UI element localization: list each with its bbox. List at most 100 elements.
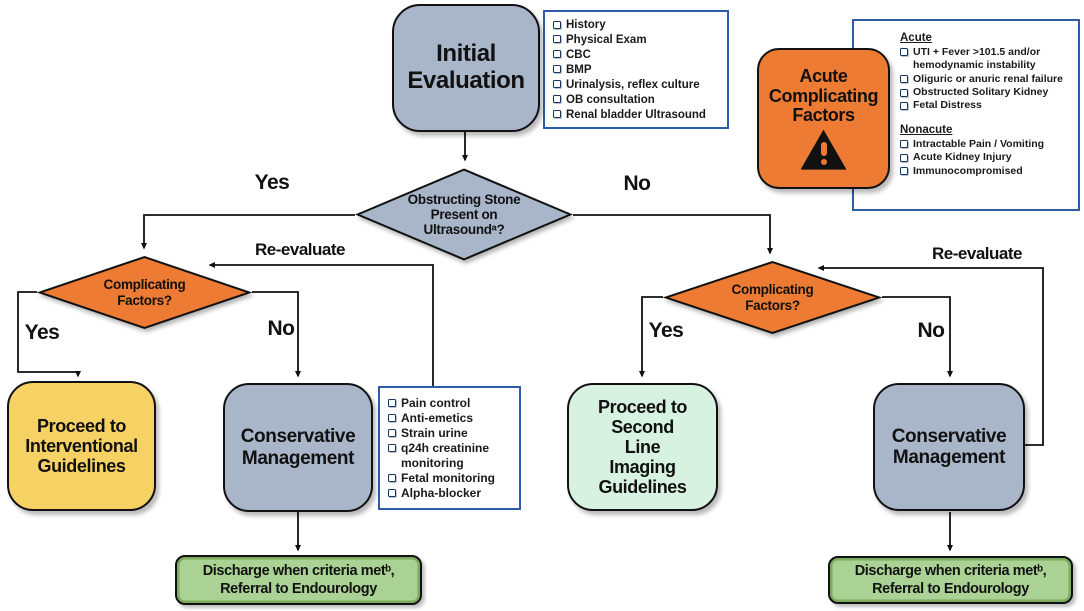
acute-heading: Acute [900,32,932,44]
checkbox-icon [388,488,396,497]
conservative-management-right-label: Conservative Management [891,425,1007,468]
checklist-item-text: Physical Exam [566,33,647,46]
checkbox-icon [900,167,908,175]
proceed-second-line-node: Proceed to Second Line Imaging Guideline… [567,383,718,511]
checklist-item-text: Fetal Distress [913,99,982,112]
checklist-item: Anti-emetics [388,411,515,426]
complicating-factors-panel: Acute UTI + Fever >101.5 and/or hemodyna… [852,19,1080,211]
nonacute-heading: Nonacute [900,123,953,136]
connector-reevaluate-left [208,262,434,386]
connector-right-no [882,296,953,378]
checklist-item-text: Alpha-blocker [401,486,482,500]
checklist-item: Immunocompromised [900,165,1072,178]
checklist-item: OB consultation [553,93,721,108]
checklist-item: Urinalysis, reflex culture [553,78,721,93]
checklist-item-text: Acute Kidney Injury [913,151,1012,164]
checklist-item-text: OB consultation [566,93,655,106]
checklist-item: Renal bladder Ultrasound [553,108,721,123]
checkbox-icon [553,20,561,29]
acute-items: UTI + Fever >101.5 and/or hemodynamic in… [900,46,1072,113]
initial-evaluation-node: Initial Evaluation [392,4,540,132]
discharge-left-label: Discharge when criteria metᵇ, Referral t… [202,562,395,597]
discharge-right-node: Discharge when criteria metᵇ, Referral t… [828,556,1073,604]
checkbox-icon [388,443,396,452]
warning-icon [800,129,847,170]
conservative-management-left-node: Conservative Management [223,383,373,512]
checkbox-icon [388,428,396,437]
checklist-item: Oliguric or anuric renal failure [900,73,1072,86]
connector-stone-no [573,214,773,255]
checklist-item: Acute Kidney Injury [900,151,1072,164]
checklist-item-text: Strain urine [401,426,468,440]
nonacute-items: Intractable Pain / Vomiting Acute Kidney… [900,138,1072,178]
checklist-item: Fetal monitoring [388,471,515,486]
checklist-item-text: q24h creatinine monitoring [401,441,490,470]
edge-label-no-top: No [623,172,652,195]
conservative-management-right-node: Conservative Management [873,383,1025,511]
checklist-item-text: Obstructed Solitary Kidney [913,86,1049,99]
checkbox-icon [553,65,561,74]
edge-label-reevaluate-left: Re-evaluate [255,240,345,259]
checkbox-icon [553,110,561,119]
diamond-shape [663,260,882,335]
checkbox-icon [900,153,908,162]
diamond-shape [37,255,252,330]
checklist-item-text: UTI + Fever >101.5 and/or hemodynamic in… [913,45,1041,72]
checklist-item-text: Immunocompromised [913,164,1023,177]
checklist-item: UTI + Fever >101.5 and/or hemodynamic in… [900,46,1072,73]
checklist-item: Obstructed Solitary Kidney [900,86,1072,99]
complicating-factors-left-diamond: Complicating Factors? [37,255,252,330]
checklist-item-text: BMP [566,63,592,76]
checkbox-icon [388,413,396,422]
checklist-item-text: Intractable Pain / Vomiting [913,137,1045,150]
discharge-right-label: Discharge when criteria metᵇ, Referral t… [854,562,1047,597]
checklist-item: Fetal Distress [900,99,1072,112]
checklist-item-text: Urinalysis, reflex culture [566,78,700,91]
edge-label-reevaluate-right: Re-evaluate [932,244,1022,263]
complicating-factors-right-diamond: Complicating Factors? [663,260,882,335]
connector-left-yes [17,291,81,378]
proceed-second-line-label: Proceed to Second Line Imaging Guideline… [597,396,688,498]
acute-complicating-factors-node: Acute Complicating Factors [757,48,890,189]
stone-decision-diamond: Obstructing Stone Present on Ultrasoundᵃ… [355,167,573,262]
checkbox-icon [900,75,908,84]
stone-decision-label: Obstructing Stone Present on Ultrasoundᵃ… [407,191,521,238]
connector-stone-yes [141,214,355,250]
checklist-item: Physical Exam [553,33,721,48]
edge-label-no-left: No [267,317,296,340]
checklist-item-text: Anti-emetics [401,411,474,425]
checklist-item: Strain urine [388,426,515,441]
checklist-item-text: History [566,19,606,31]
checkbox-icon [900,140,908,149]
checklist-item: CBC [553,48,721,63]
conservative-management-checklist: Pain control Anti-emetics Strain urine q… [378,386,521,510]
initial-evaluation-checklist: History Physical Exam CBC BMP Urinalysis… [543,10,729,129]
edge-label-yes-top: Yes [254,171,290,194]
checklist-item-text: Renal bladder Ultrasound [566,108,706,121]
checkbox-icon [553,50,561,59]
checkbox-icon [900,101,908,110]
checklist-item: q24h creatinine monitoring [388,441,515,471]
connector-reevaluate-right [817,265,1044,446]
complicating-factors-right-label: Complicating Factors? [731,282,814,313]
connector-right-yes [639,296,663,378]
conservative-management-left-label: Conservative Management [240,426,356,469]
checklist-item-text: Oliguric or anuric renal failure [913,72,1063,85]
checkbox-icon [388,473,396,482]
discharge-left-node: Discharge when criteria metᵇ, Referral t… [175,555,422,605]
edge-label-yes-left: Yes [24,321,60,344]
checklist-item: Pain control [388,396,515,411]
checklist-item: Alpha-blocker [388,486,515,501]
checkbox-icon [553,80,561,89]
complicating-factors-left-label: Complicating Factors? [103,277,186,308]
checklist-item-text: Pain control [401,396,471,410]
checklist-item: Intractable Pain / Vomiting [900,138,1072,151]
checkbox-icon [553,95,561,104]
checklist-item: History [553,18,721,33]
edge-label-no-right: No [917,319,946,342]
initial-evaluation-label: Initial Evaluation [407,40,525,94]
edge-label-yes-right: Yes [648,319,684,342]
checklist-item: BMP [553,63,721,78]
